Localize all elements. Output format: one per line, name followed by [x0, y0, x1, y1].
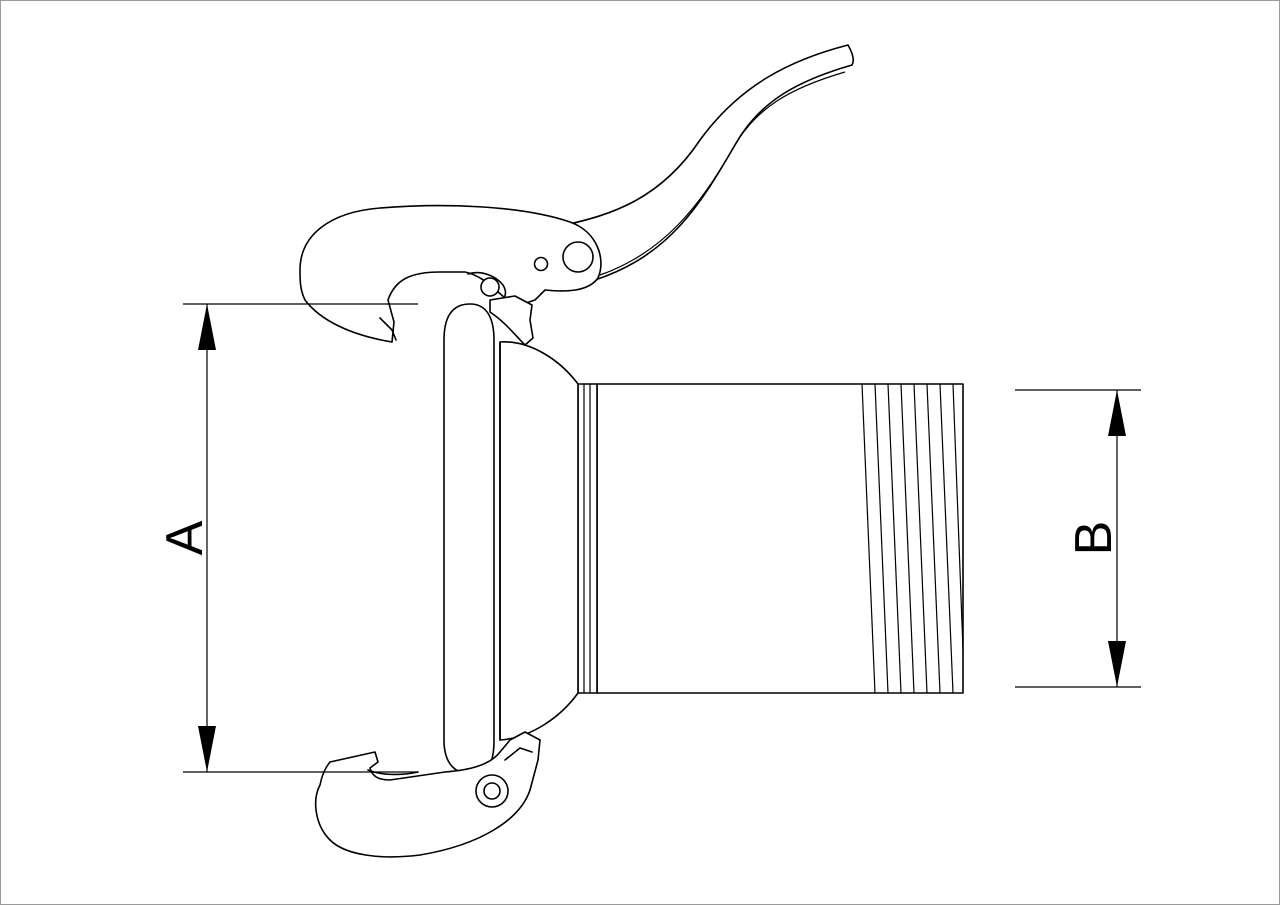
coupling-flange — [443, 303, 495, 775]
coupling-body-cone — [487, 322, 579, 758]
top-lever-arm — [564, 44, 855, 281]
tail-collar — [577, 383, 598, 694]
dimension-a-label: A — [156, 520, 214, 555]
bottom-pivot-inner — [483, 782, 501, 800]
bottom-claw — [314, 731, 541, 858]
hose-tail — [596, 383, 964, 694]
dimension-b-label: B — [1065, 521, 1123, 556]
tail-threads — [861, 383, 964, 694]
dimension-a-arrow-top — [198, 304, 216, 350]
dimension-b-arrow-top — [1108, 390, 1126, 436]
dimension-a: A — [156, 303, 418, 773]
top-pivot-small-hole — [533, 256, 549, 272]
dimension-a-arrow-bottom — [198, 726, 216, 772]
dimension-b-arrow-bottom — [1108, 641, 1126, 687]
top-claw — [299, 204, 602, 346]
top-pivot-large-hole — [562, 241, 594, 273]
dimension-b: B — [1015, 389, 1141, 688]
